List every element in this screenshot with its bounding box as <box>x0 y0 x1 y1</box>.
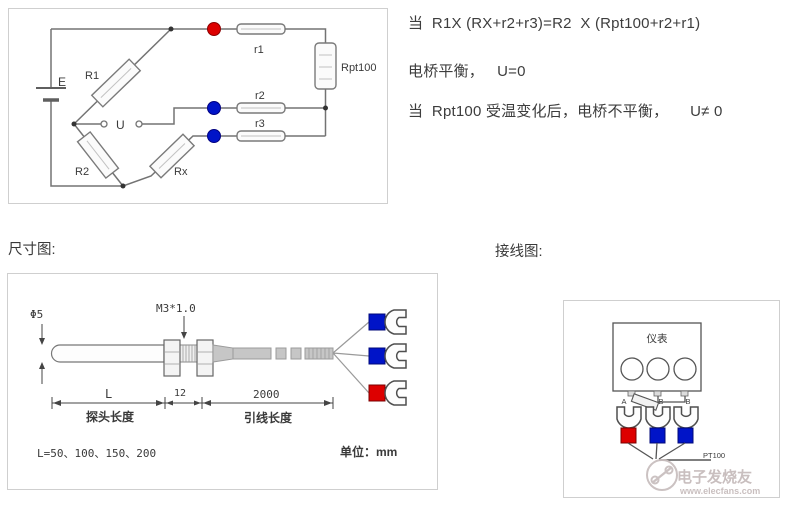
length-options: L=50、100、150、200 <box>37 447 156 460</box>
hex-nut-1 <box>163 339 181 377</box>
fork-terminal-blue-2 <box>384 343 407 369</box>
jumper-link <box>630 393 660 411</box>
equation-line-3: 当 Rpt100 受温变化后，电桥不平衡， U≠ 0 <box>408 103 723 120</box>
bridge-circuit-panel: E R1 R2 Rx U r1 Rpt100 <box>8 8 388 204</box>
r1-right-wire <box>285 28 327 43</box>
junction-node-bottom <box>120 183 126 189</box>
u-left-terminal <box>100 120 108 128</box>
sensor-wires <box>627 442 686 460</box>
blue-lug-1 <box>649 427 666 444</box>
blue-lug-1 <box>368 313 386 331</box>
u-label: U <box>116 118 125 132</box>
thread-section <box>179 344 198 363</box>
resistor-Rpt100-label: Rpt100 <box>341 62 376 74</box>
u-right-wire <box>142 107 207 125</box>
resistor-R2-label: R2 <box>75 166 89 178</box>
resistor-r1-label: r1 <box>254 44 264 56</box>
resistor-Rpt100 <box>314 42 337 90</box>
terminal-label-b2: B <box>685 397 690 406</box>
terminal-tab-a <box>627 390 636 397</box>
resistor-Rx-label: Rx <box>174 166 188 178</box>
dimension-line <box>51 397 334 409</box>
red-lug <box>620 427 637 444</box>
cable-dash-1 <box>275 347 287 360</box>
resistor-R1-label: R1 <box>85 70 99 82</box>
terminal-circle-b1 <box>646 357 670 381</box>
resistor-r2-label: r2 <box>255 90 265 102</box>
diameter-arrow-down <box>39 338 45 345</box>
fork-terminal-red <box>616 406 642 429</box>
battery-symbol <box>36 87 66 102</box>
thread-spec-label: M3*1.0 <box>156 302 196 315</box>
watermark-logo <box>646 459 678 491</box>
junction-node-right <box>323 105 328 111</box>
battery-label: E <box>58 75 66 89</box>
lead-length-dim: 2000 <box>253 388 280 401</box>
instrument-label: 仪表 <box>647 332 668 345</box>
wiring-section-title: 接线图: <box>495 244 543 260</box>
junction-node-top <box>168 26 174 32</box>
fork-terminal-blue-1 <box>384 309 407 335</box>
lead-wires <box>332 321 370 394</box>
dimension-diagram-panel: Φ5 M3*1.0 <box>7 273 438 490</box>
equation-line-2: 电桥平衡， U=0 <box>408 63 526 80</box>
blue-terminal-dot-2 <box>207 129 221 143</box>
cable-dash-2 <box>290 347 302 360</box>
u-right-terminal <box>135 120 143 128</box>
equation-line-1: 当 R1X (RX+r2+r3)=R2 X (Rpt100+r2+r1) <box>408 15 701 32</box>
blue-lug-2 <box>677 427 694 444</box>
terminal-circle-b2 <box>673 357 697 381</box>
bb-bracket-wire <box>657 396 686 403</box>
probe-tube <box>50 344 165 363</box>
terminal-circle-a <box>620 357 644 381</box>
unit-label: 单位：mm <box>340 444 397 459</box>
mid-length-dim: 12 <box>174 388 186 399</box>
diameter-label: Φ5 <box>30 308 43 321</box>
hex-nut-2 <box>196 339 214 377</box>
probe-length-text: 探头长度 <box>86 409 135 424</box>
dimension-section-title: 尺寸图: <box>8 242 56 258</box>
terminal-label-a: A <box>621 397 626 406</box>
watermark-brand: 电子发烧友 <box>677 468 752 486</box>
cable-segment-1 <box>232 347 272 360</box>
junction-node-left <box>71 121 77 127</box>
terminal-tab-b1 <box>653 390 662 397</box>
red-lug <box>368 384 386 402</box>
resistor-r3-label: r3 <box>255 118 265 130</box>
cable-taper <box>212 344 234 363</box>
bridge-circuit-diagram: E R1 R2 Rx U r1 Rpt100 <box>36 22 376 189</box>
thread-callout-arrow <box>181 332 187 339</box>
fork-terminal-blue-1 <box>645 406 671 429</box>
fork-terminal-blue-2 <box>673 406 699 429</box>
probe-length-dim: L <box>105 387 112 401</box>
red-terminal-dot <box>207 22 221 36</box>
watermark-site: www.elecfans.com <box>679 486 760 496</box>
probe-dimension-diagram: Φ5 M3*1.0 <box>30 302 407 460</box>
terminal-tab-b2 <box>680 390 689 397</box>
sensor-label: PT100 <box>703 451 725 460</box>
blue-lug-2 <box>368 347 386 365</box>
wiring-diagram-panel: 仪表 A B B PT100 电子发烧友 www.elecfans. <box>563 300 780 498</box>
battery-wires <box>50 29 123 187</box>
wiring-diagram: 仪表 A B B PT100 电子发烧友 www.elecfans. <box>612 322 760 496</box>
diameter-arrow-up <box>39 362 45 369</box>
fork-terminal-red <box>384 380 407 406</box>
blue-terminal-dot-1 <box>207 101 221 115</box>
lead-length-text: 引线长度 <box>244 410 293 425</box>
